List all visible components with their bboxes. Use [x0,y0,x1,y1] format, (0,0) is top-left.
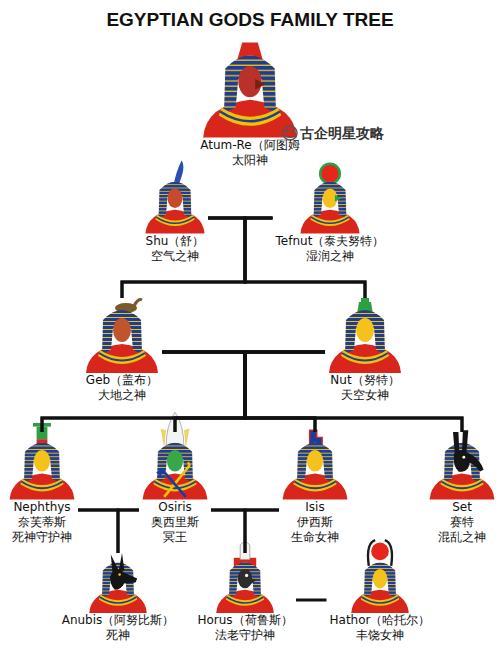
isis-figure [283,430,348,499]
god-name: Shu（舒） [142,234,208,249]
god-name: Anubis（阿努比斯） [59,613,178,628]
descent-line [42,352,325,432]
descent-line [118,510,139,553]
god-name: Osiris [139,500,211,515]
god-name: Hathor（哈托尔） [327,613,434,628]
set-figure [430,430,495,499]
god-role: 生命女神 [279,530,351,545]
geb-figure [86,300,158,373]
descent-line [162,352,315,432]
descent-line [122,218,245,298]
descent-line [78,510,118,553]
god-role: 死神守护神 [6,530,78,545]
god-node: Isis伊西斯生命女神 [279,432,351,545]
marriage-line [296,599,327,602]
god-role: 湿润之神 [273,249,388,264]
god-role: 大地之神 [82,388,162,403]
god-node: Nephthys奈芙蒂斯死神守护神 [6,432,78,545]
hathor-figure [351,540,409,613]
watermark-icon [283,126,297,140]
god-node: Osiris奥西里斯冥王 [139,432,211,545]
god-role: 赛特 [426,515,498,530]
god-role: 伊西斯 [279,515,351,530]
diagram-title: EGYPTIAN GODS FAMILY TREE [0,8,500,32]
god-node: Atum-Re（阿图姆太阳神 [197,40,303,168]
god-role: 奥西里斯 [139,515,211,530]
descent-line [42,352,245,432]
god-node: Horus（荷鲁斯）法老守护神 [194,553,296,643]
god-name: Atum-Re（阿图姆 [197,138,303,153]
god-role: 法老守护神 [194,628,296,643]
god-node: Geb（盖布）大地之神 [82,298,162,403]
god-role: 丰饶女神 [327,628,434,643]
descent-line [245,352,462,432]
nephthys-figure [10,423,75,500]
descent-line [175,352,325,432]
god-name: Nephthys [6,500,78,515]
god-name: Nut（努特） [325,373,405,388]
descent-line [245,352,325,432]
god-role: 冥王 [139,530,211,545]
atum-figure [203,43,297,138]
god-name: Geb（盖布） [82,373,162,388]
descent-line [211,510,245,553]
nut-figure [329,298,401,373]
god-role: 太阳神 [197,153,303,168]
god-node: Anubis（阿努比斯）死神 [59,553,178,643]
god-role: 空气之神 [142,249,208,264]
tefnut-figure [300,164,359,234]
descent-line [245,510,279,553]
god-name: Set [426,500,498,515]
god-node: Set赛特混乱之神 [426,432,498,545]
descent-line [122,218,273,298]
god-name: Isis [279,500,351,515]
shu-figure [145,161,204,234]
god-name: Horus（荷鲁斯） [194,613,296,628]
god-node: Shu（舒）空气之神 [142,172,208,264]
god-node: Hathor（哈托尔）丰饶女神 [327,553,434,643]
god-role: 死神 [59,628,178,643]
god-role: 奈芙蒂斯 [6,515,78,530]
watermark-text: 古企明星攻略 [300,124,384,142]
anubis-figure [89,553,147,613]
descent-line [162,352,462,432]
god-name: Tefnut（泰夫努特） [273,234,388,249]
god-role: 混乱之神 [426,530,498,545]
god-node: Tefnut（泰夫努特）湿润之神 [273,172,388,264]
god-role: 天空女神 [325,388,405,403]
god-node: Nut（努特）天空女神 [325,298,405,403]
